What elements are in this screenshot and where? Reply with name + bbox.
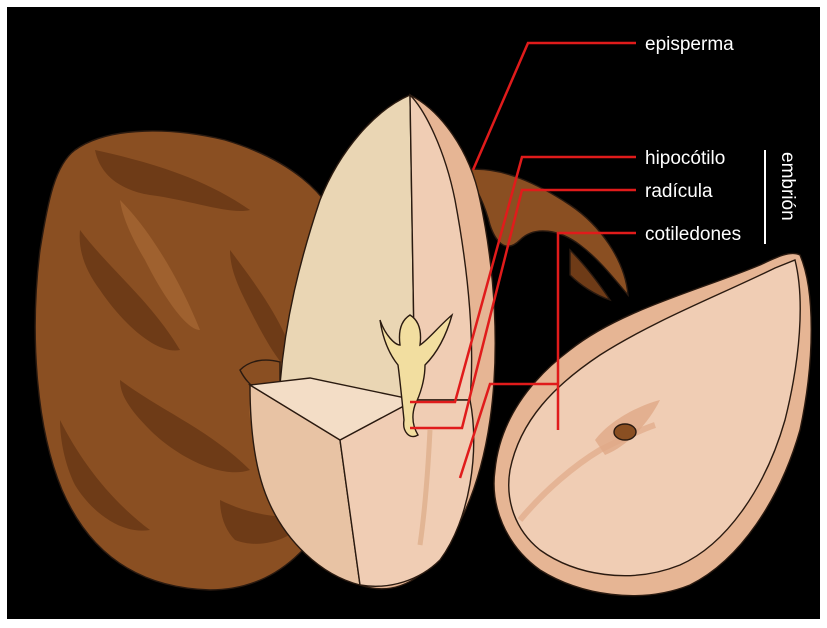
label-embrion: embrión <box>777 152 798 221</box>
label-cotiledones: cotiledones <box>645 224 741 245</box>
label-episperma: episperma <box>645 34 734 55</box>
label-radicula: radícula <box>645 181 713 202</box>
label-hipocotilo: hipocótilo <box>645 148 725 169</box>
